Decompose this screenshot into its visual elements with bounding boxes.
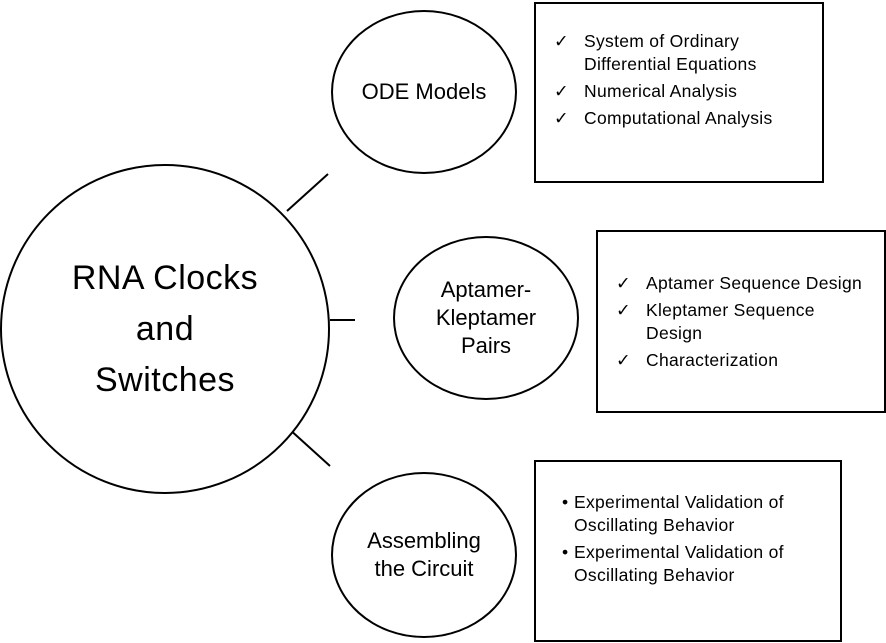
- bullet-icon: •: [562, 492, 569, 512]
- list-item: ✓ Kleptamer Sequence Design: [616, 299, 876, 345]
- node-assembling-circuit-label: Assembling the Circuit: [367, 528, 481, 581]
- list-item-text: Kleptamer Sequence Design: [646, 300, 815, 343]
- list-item: ✓ Numerical Analysis: [554, 80, 814, 103]
- list-item: ✓ Characterization: [616, 349, 876, 372]
- list-item-text: Experimental Validation of Oscillating B…: [574, 492, 784, 535]
- checkmark-icon: ✓: [554, 108, 569, 128]
- list-item-text: Numerical Analysis: [584, 81, 738, 101]
- node-aptamer-kleptamer: Aptamer- Kleptamer Pairs: [393, 236, 579, 400]
- ode-details-box: ✓ System of Ordinary Differential Equatio…: [534, 2, 824, 183]
- list-item-text: Aptamer Sequence Design: [646, 273, 863, 293]
- list-item-text: Characterization: [646, 350, 779, 370]
- list-item: •Experimental Validation of Oscillating …: [562, 491, 832, 537]
- node-assembling-circuit: Assembling the Circuit: [331, 472, 517, 638]
- list-item-text: Computational Analysis: [584, 108, 773, 128]
- list-item-text: System of Ordinary Differential Equation…: [584, 31, 757, 74]
- list-item: ✓ System of Ordinary Differential Equatio…: [554, 30, 814, 76]
- node-ode-models: ODE Models: [331, 10, 517, 174]
- node-aptamer-kleptamer-label: Aptamer- Kleptamer Pairs: [435, 277, 537, 358]
- list-item: ✓ Computational Analysis: [554, 107, 814, 130]
- list-item: ✓ Aptamer Sequence Design: [616, 272, 876, 295]
- aptamer-details-box: ✓ Aptamer Sequence Design ✓ Kleptamer Sequ…: [596, 230, 886, 413]
- central-topic-label: RNA Clocks and Switches: [71, 258, 259, 399]
- checkmark-icon: ✓: [616, 300, 631, 320]
- list-item: •Experimental Validation of Oscillating …: [562, 541, 832, 587]
- list-item-text: Experimental Validation of Oscillating B…: [574, 542, 784, 585]
- central-topic-circle: RNA Clocks and Switches: [0, 164, 330, 494]
- connector-assembling: [287, 427, 331, 467]
- checkmark-icon: ✓: [616, 273, 631, 293]
- bullet-icon: •: [562, 542, 569, 562]
- checkmark-icon: ✓: [554, 81, 569, 101]
- node-ode-models-label: ODE Models: [361, 79, 487, 104]
- checkmark-icon: ✓: [616, 350, 631, 370]
- assembling-details-box: •Experimental Validation of Oscillating …: [534, 460, 842, 642]
- checkmark-icon: ✓: [554, 31, 569, 51]
- connector-ode: [286, 173, 329, 212]
